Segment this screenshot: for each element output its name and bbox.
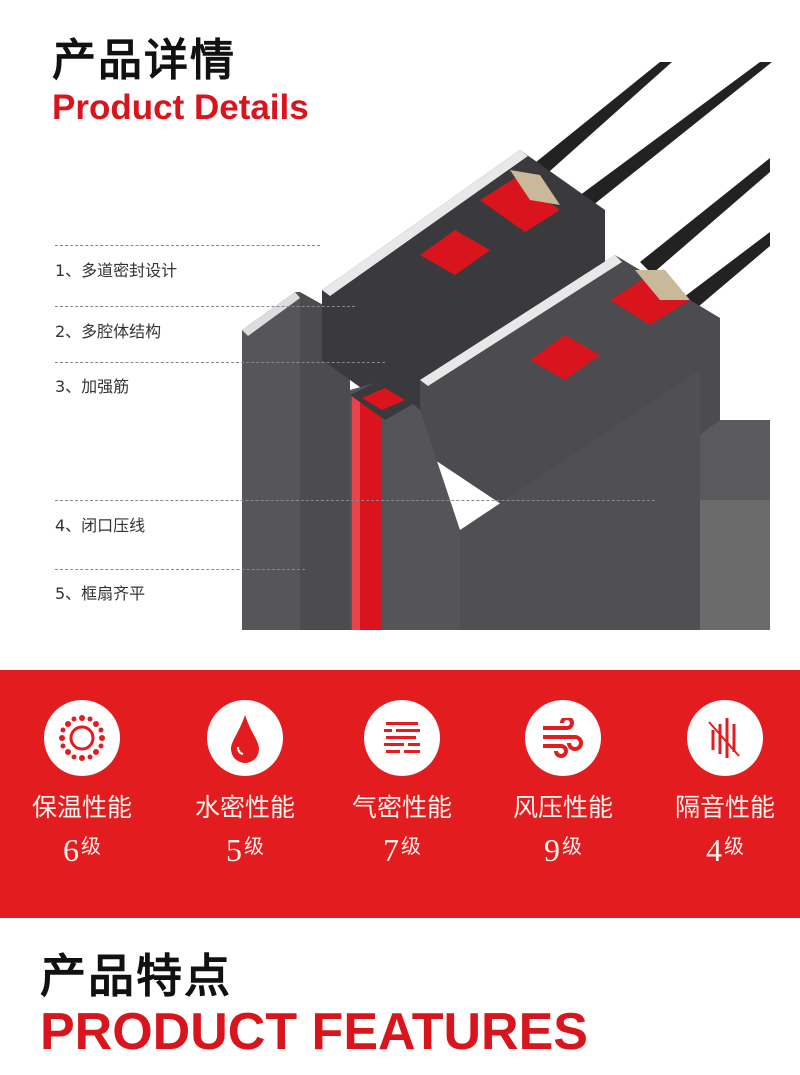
grade-value: 6 [63,832,79,868]
features-title-cn: 产品特点 [40,949,232,1003]
sound-icon [687,700,763,776]
grade-value: 5 [226,832,242,868]
callout-label: 2、多腔体结构 [55,322,162,341]
callout-line [55,569,305,570]
grade-value: 9 [544,832,560,868]
callout-label: 4、闭口压线 [55,516,146,535]
sun-icon [44,700,120,776]
water-drop-icon [207,700,283,776]
window-profile-diagram [242,62,772,630]
section-title-cn: 产品详情 [52,35,236,86]
callout-label: 1、多道密封设计 [55,261,178,280]
callout-line [55,245,320,246]
callout-label: 5、框扇齐平 [55,584,146,603]
callout-label: 3、加强筋 [55,377,130,396]
callout-line [55,306,355,307]
grade-unit: 级 [401,834,421,858]
grade-unit: 级 [562,834,582,858]
grade-unit: 级 [724,834,744,858]
callout-line [55,500,655,501]
feature-name: 保温性能 [31,793,132,822]
feature-name: 隔音性能 [674,793,775,822]
feature-name: 水密性能 [194,793,295,822]
grade-value: 4 [706,832,722,868]
grade-unit: 级 [244,834,264,858]
wind-icon [525,700,601,776]
feature-name: 风压性能 [512,793,613,822]
airtight-icon [364,700,440,776]
section-title-en: Product Details [52,88,309,127]
feature-name: 气密性能 [351,793,452,822]
grade-unit: 级 [81,834,101,858]
callout-line [55,362,385,363]
grade-value: 7 [383,832,399,868]
features-title-en: PRODUCT FEATURES [40,1003,588,1061]
